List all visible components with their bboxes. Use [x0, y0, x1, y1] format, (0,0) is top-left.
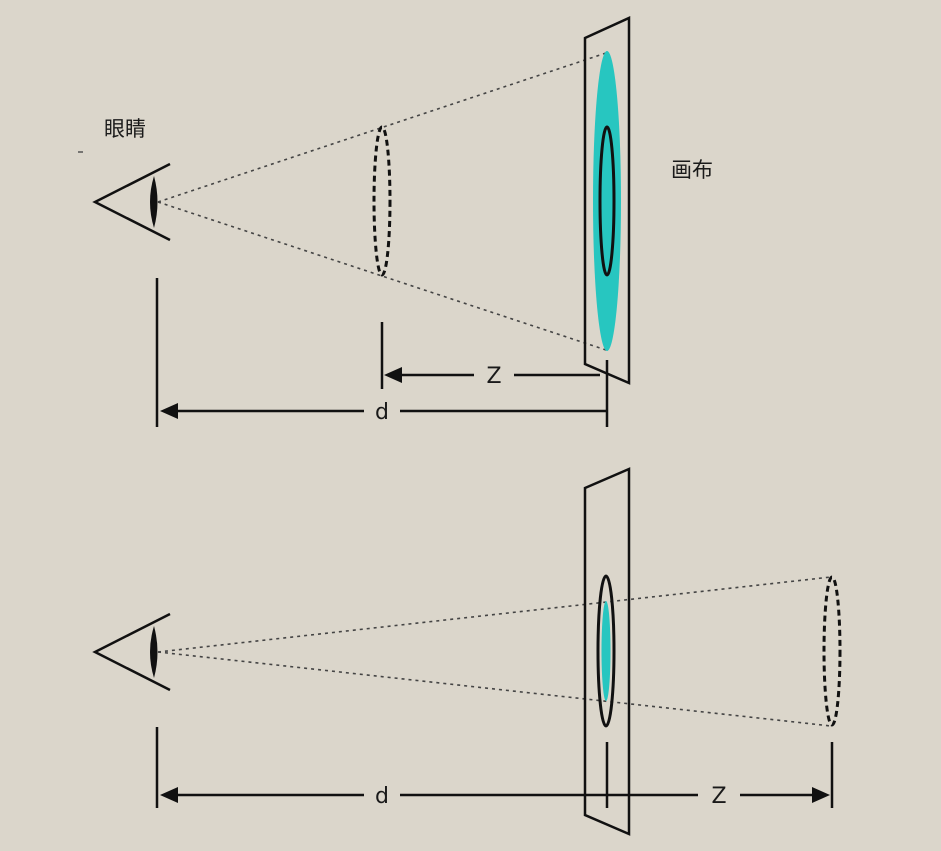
projection-fill — [601, 601, 611, 701]
d-dimension-arrow — [160, 403, 607, 419]
far-circle — [822, 575, 842, 727]
eye-icon — [92, 162, 171, 242]
bottom-diagram: d Z — [92, 467, 842, 836]
z-label-top: Z — [486, 364, 501, 389]
d-dimension-arrow — [160, 787, 698, 803]
projection-fill — [593, 51, 621, 351]
canvas-plane — [583, 16, 631, 385]
d-label-top: d — [375, 400, 389, 425]
sight-lines — [157, 52, 607, 351]
eye-label: 眼睛 — [104, 117, 146, 141]
dimension-ticks — [155, 727, 834, 808]
object-circle — [596, 574, 616, 728]
z-label-bottom: Z — [711, 784, 726, 809]
d-label-bottom: d — [375, 784, 389, 809]
sight-lines — [157, 576, 832, 727]
canvas-label: 画布 — [671, 158, 713, 182]
dimension-ticks — [155, 278, 609, 427]
eye-icon — [92, 612, 171, 692]
top-diagram: 眼睛 画布 Z d — [78, 16, 713, 427]
canvas-plane — [583, 467, 631, 836]
object-circle — [372, 125, 392, 277]
z-dimension-arrow — [740, 787, 830, 803]
projection-outline — [598, 125, 616, 277]
z-dimension-arrow — [384, 367, 600, 383]
